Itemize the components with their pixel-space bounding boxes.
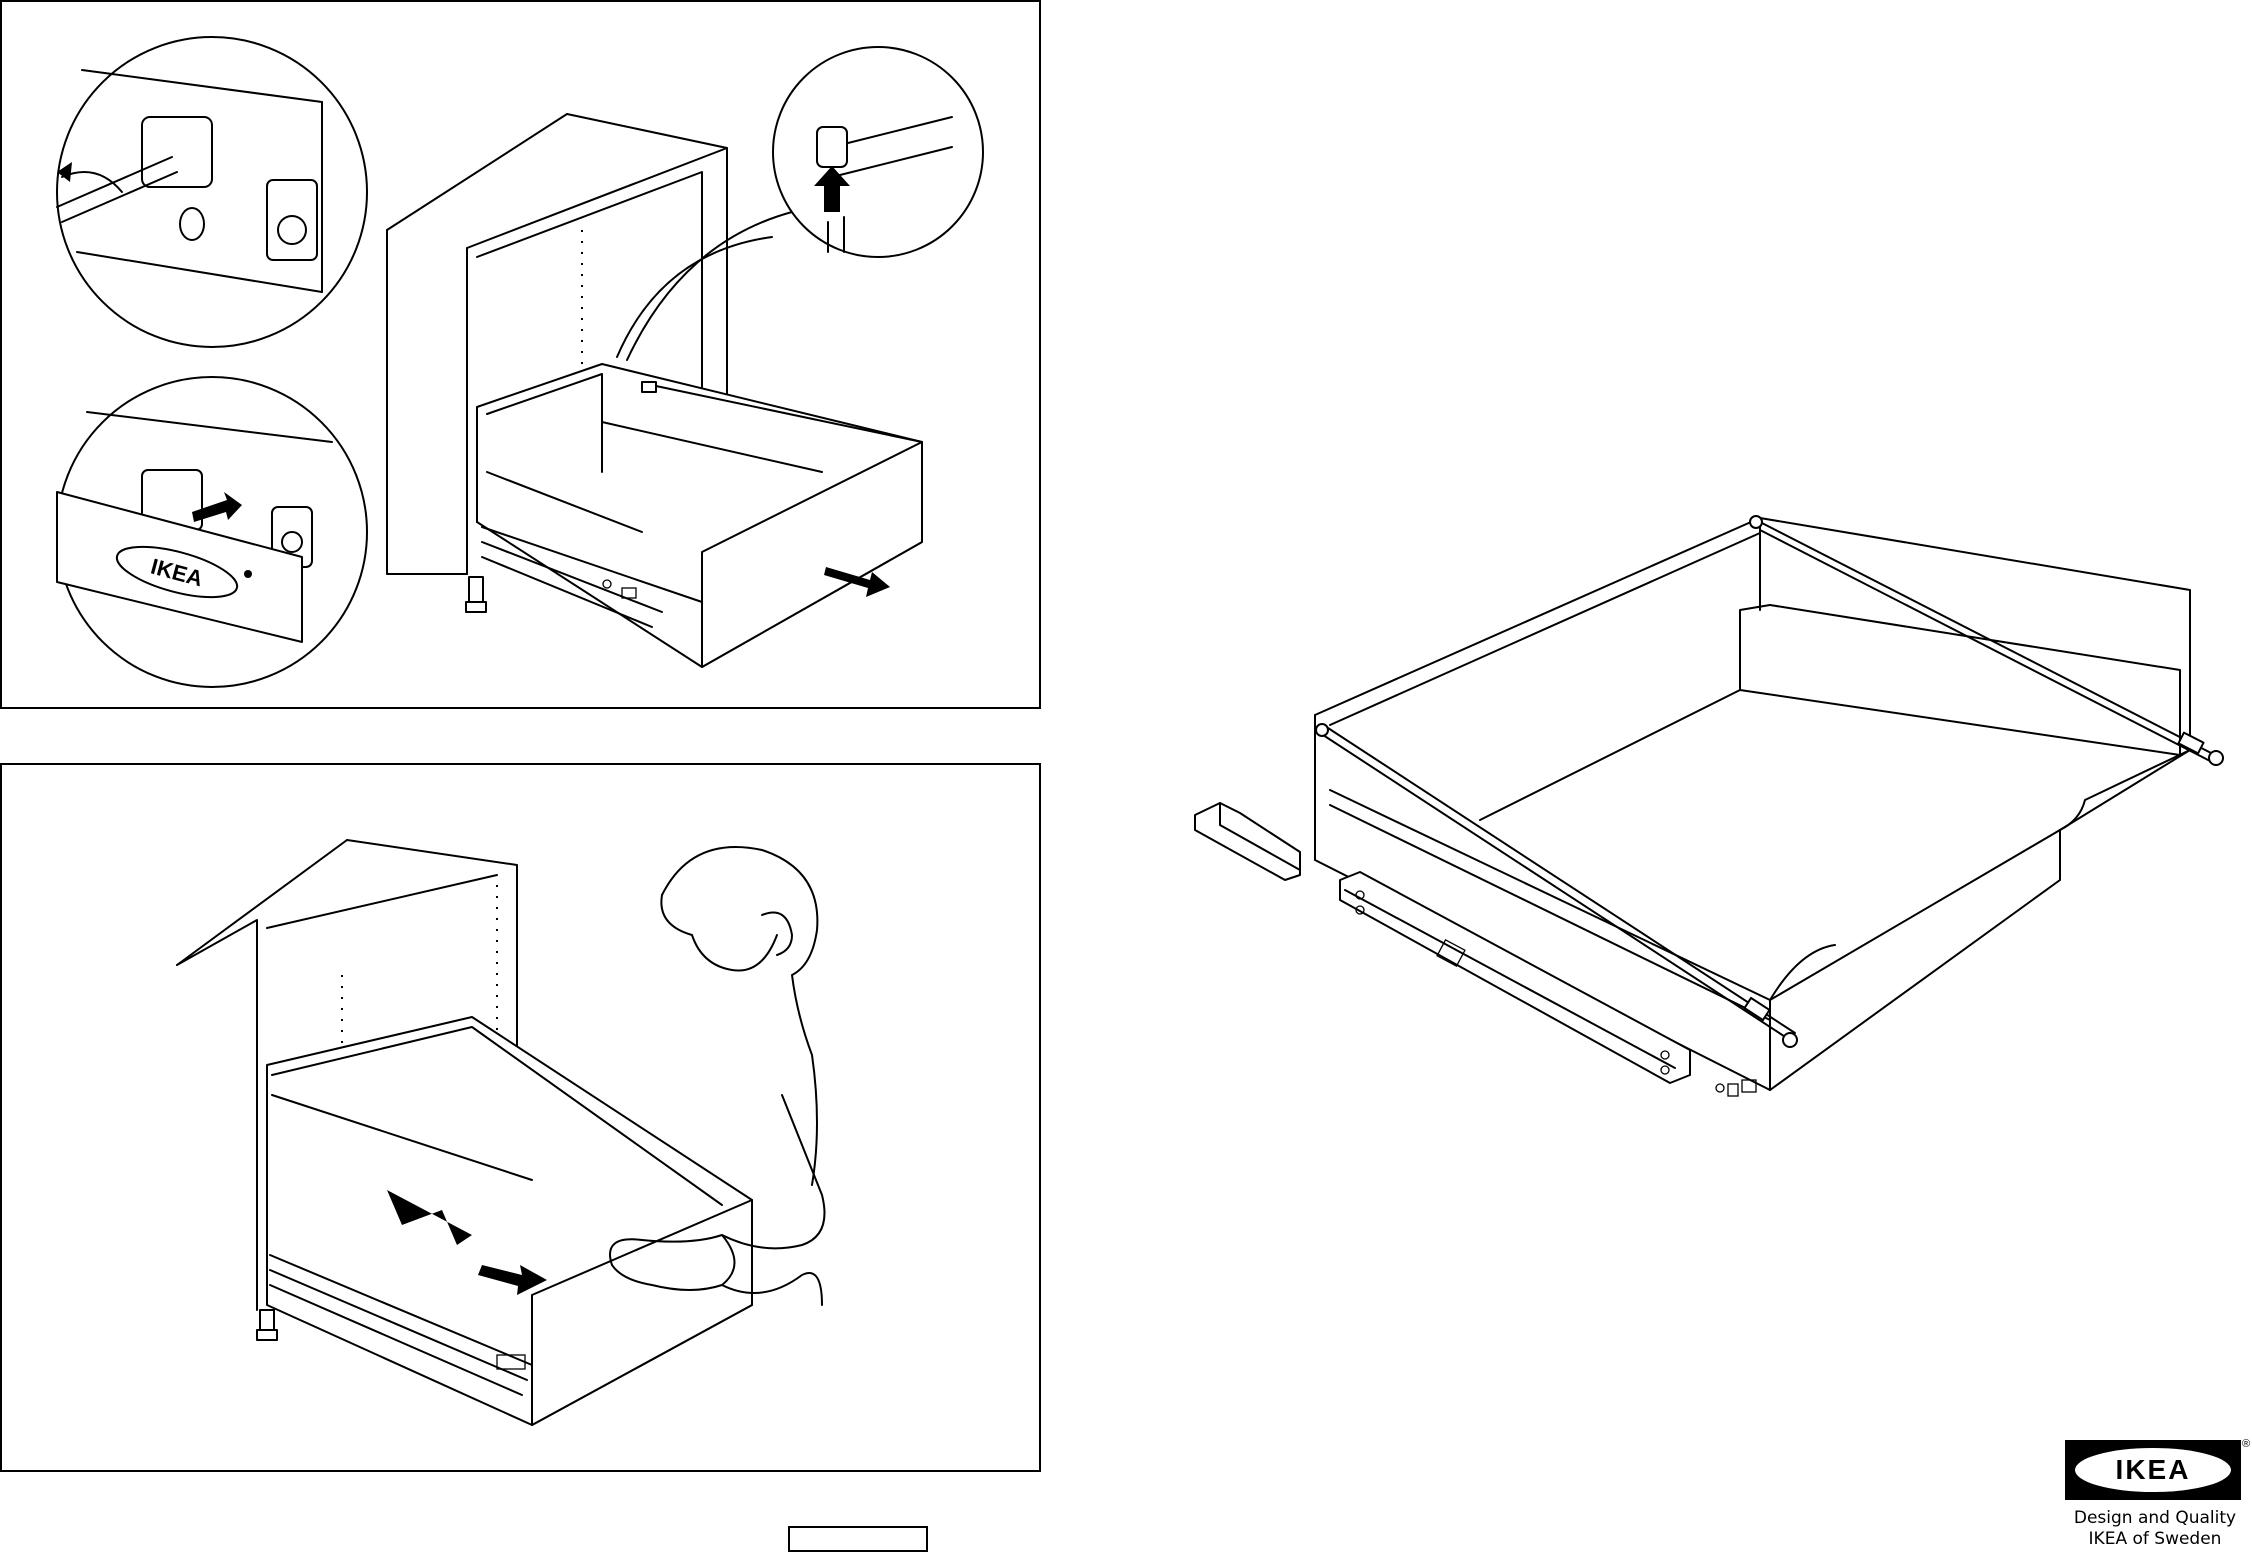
remove-drawer-illustration: IKEA: [2, 2, 1039, 707]
ikea-logo: IKEA: [2065, 1440, 2241, 1500]
page-number-box: [788, 1526, 928, 1552]
registered-mark: ®: [2242, 1438, 2250, 1450]
drawer-drawing: [267, 1017, 752, 1425]
detail-callout-front: IKEA: [57, 377, 367, 687]
ikea-logo-text: IKEA: [2075, 1448, 2231, 1492]
step-panel-insert-drawer: [0, 763, 1041, 1472]
insert-drawer-illustration: [2, 765, 1039, 1470]
drawer-rail: [1195, 803, 1300, 880]
detail-callout-screw: [57, 37, 367, 347]
detail-callout-rod: [617, 47, 983, 360]
tagline-ikea-of-sweden: IKEA of Sweden: [2060, 1529, 2250, 1549]
drawer-drawing: [477, 364, 922, 667]
brand-block: IKEA ® Design and Quality IKEA of Sweden: [2060, 1440, 2250, 1552]
tagline-design-quality: Design and Quality: [2060, 1508, 2250, 1528]
ikea-logo-oval: IKEA: [2075, 1448, 2231, 1492]
drawer-clip-marks: [1716, 1080, 1756, 1096]
drawer-overview-illustration: [1180, 500, 2240, 1240]
drawer-overview-drawing: [1180, 500, 2240, 1240]
step-panel-remove-drawer: IKEA: [0, 0, 1041, 709]
